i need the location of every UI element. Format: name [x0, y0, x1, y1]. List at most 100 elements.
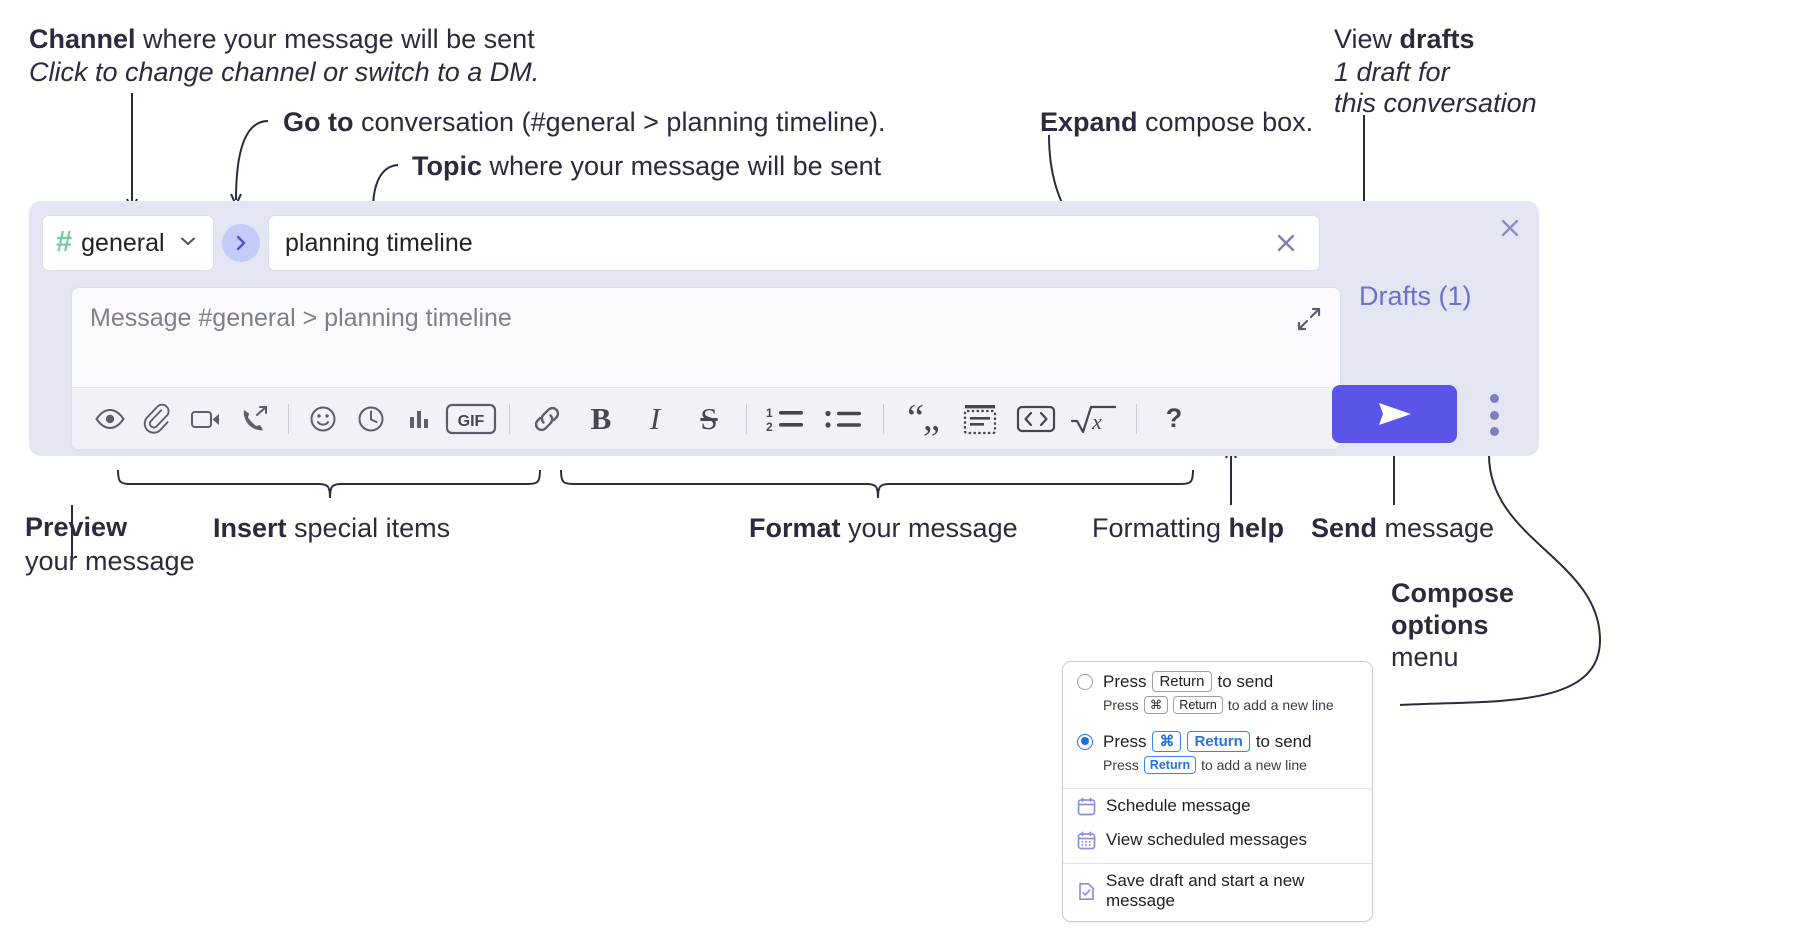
message-input-container[interactable]: Message #general > planning timeline [71, 287, 1341, 450]
schedule-clock-icon [358, 406, 384, 431]
channel-selector[interactable]: # general [42, 215, 214, 271]
annotation-compose-options-line3: menu [1391, 642, 1459, 672]
close-icon [1277, 234, 1295, 252]
expand-compose-button[interactable] [1292, 302, 1326, 336]
bulleted-list-icon-button[interactable] [815, 395, 873, 443]
annotation-preview: Preview [25, 510, 127, 545]
link-icon [534, 406, 560, 431]
annotation-formatting-help-bold: help [1228, 513, 1285, 543]
annotation-drafts-line3-text: this conversation [1334, 88, 1537, 118]
toolbar-divider [288, 403, 289, 434]
annotation-drafts-line2-text: 1 draft for [1334, 57, 1450, 87]
compose-header-row: # general planning timeline [42, 215, 1320, 271]
code-block-icon [963, 404, 997, 434]
annotation-drafts-line3: this conversation [1334, 86, 1537, 121]
drafts-link[interactable]: Drafts (1) [1359, 281, 1472, 311]
annotation-channel-sub-text: Click to change channel or switch to a D… [29, 57, 540, 87]
annotation-insert: Insert special items [213, 511, 450, 546]
hash-icon: # [56, 225, 73, 258]
bold-icon-button[interactable]: B [574, 395, 628, 443]
annotation-channel-sub: Click to change channel or switch to a D… [29, 55, 539, 90]
video-clip-icon-button[interactable] [182, 395, 230, 443]
close-icon [1501, 219, 1519, 237]
schedule-clock-icon-button[interactable] [347, 395, 395, 443]
attachment-icon [143, 403, 170, 434]
formatting-toolbar: GIF B I [72, 387, 1340, 449]
link-icon-button[interactable] [520, 395, 574, 443]
attachment-icon-button[interactable] [134, 395, 182, 443]
svg-text:GIF: GIF [458, 413, 485, 430]
annotation-format-bold: Format [749, 513, 841, 543]
bulleted-list-icon [825, 410, 861, 428]
kebab-dot [1489, 394, 1499, 403]
annotation-formatting-help: Formatting help [1092, 511, 1284, 546]
close-compose-button[interactable] [1495, 213, 1525, 248]
strikethrough-icon: S [700, 401, 718, 436]
code-block-icon-button[interactable] [952, 395, 1008, 443]
save-draft-icon [1079, 882, 1094, 900]
code-icon [1016, 405, 1056, 432]
send-option-cmd-return[interactable]: Press ⌘ Return to send [1063, 722, 1372, 752]
key-command: ⌘ [1152, 731, 1182, 752]
annotation-preview-bold: Preview [25, 512, 128, 542]
send-message-button[interactable] [1332, 385, 1457, 443]
emoji-icon-button[interactable] [299, 395, 347, 443]
annotation-topic-rest: where your message will be sent [482, 151, 882, 181]
gif-icon-button[interactable]: GIF [443, 395, 499, 443]
poll-icon-button[interactable] [395, 395, 443, 443]
bold-icon: B [590, 401, 612, 436]
option-prefix: Press [1103, 731, 1147, 751]
emoji-icon [310, 406, 336, 431]
menu-divider [1063, 863, 1372, 864]
menu-item-save-draft[interactable]: Save draft and start a new message [1063, 864, 1372, 921]
gif-icon: GIF [445, 403, 497, 434]
go-to-conversation-button[interactable] [222, 224, 260, 262]
clear-topic-button[interactable] [1269, 226, 1303, 260]
annotation-expand: Expand compose box. [1040, 105, 1313, 140]
annotation-format-rest: your message [840, 513, 1018, 543]
ordered-list-icon: 1 2 [766, 406, 803, 434]
menu-item-label: Schedule message [1106, 796, 1251, 815]
annotation-compose-options: Compose [1391, 576, 1514, 611]
annotation-drafts-line2: 1 draft for [1334, 55, 1450, 90]
strikethrough-icon-button[interactable]: S [682, 395, 736, 443]
option-prefix: Press [1103, 671, 1147, 691]
annotation-compose-options-l2: options [1391, 608, 1488, 643]
annotation-goto-rest: conversation (#general > planning timeli… [353, 107, 886, 137]
toolbar-divider [883, 403, 884, 434]
channel-name-label: general [81, 228, 165, 257]
annotation-compose-options-line1: Compose [1391, 578, 1515, 608]
menu-item-view-scheduled[interactable]: View scheduled messages [1063, 823, 1372, 857]
annotation-send: Send message [1311, 511, 1494, 546]
math-icon-button[interactable]: x [1064, 395, 1126, 443]
radio-unselected-icon [1077, 673, 1093, 690]
code-icon-button[interactable] [1008, 395, 1064, 443]
kebab-dot [1489, 410, 1499, 420]
audio-clip-icon-button[interactable] [230, 395, 278, 443]
send-option-return[interactable]: Press Return to send [1063, 662, 1372, 692]
ordered-list-icon-button[interactable]: 1 2 [757, 395, 815, 443]
annotation-expand-bold: Expand [1040, 107, 1138, 137]
help-icon: ? [1165, 403, 1183, 433]
svg-text:2: 2 [766, 420, 773, 434]
menu-item-label: Save draft and start a new message [1106, 871, 1305, 910]
compose-options-button[interactable] [1481, 394, 1507, 436]
toolbar-divider [1136, 403, 1137, 434]
menu-item-schedule-message[interactable]: Schedule message [1063, 789, 1372, 823]
italic-icon-button[interactable]: I [628, 395, 682, 443]
topic-input[interactable]: planning timeline [268, 215, 1320, 271]
send-option-cmd-return-label: Press ⌘ Return to send [1103, 731, 1312, 752]
kebab-dot [1489, 427, 1499, 436]
sub-prefix: Press [1103, 757, 1139, 773]
annotation-insert-rest: special items [286, 513, 451, 543]
preview-icon-button[interactable] [86, 395, 134, 443]
help-icon-button[interactable]: ? [1147, 395, 1201, 443]
calendar-schedule-icon [1077, 796, 1096, 815]
annotation-channel-bold: Channel [29, 24, 136, 54]
svg-text:1: 1 [766, 406, 773, 420]
send-option-return-label: Press Return to send [1103, 671, 1273, 692]
expand-icon [1297, 307, 1321, 331]
chevron-right-icon [236, 235, 246, 251]
blockquote-icon-button[interactable]: “„ [894, 395, 952, 443]
send-paper-plane-icon [1378, 403, 1411, 425]
